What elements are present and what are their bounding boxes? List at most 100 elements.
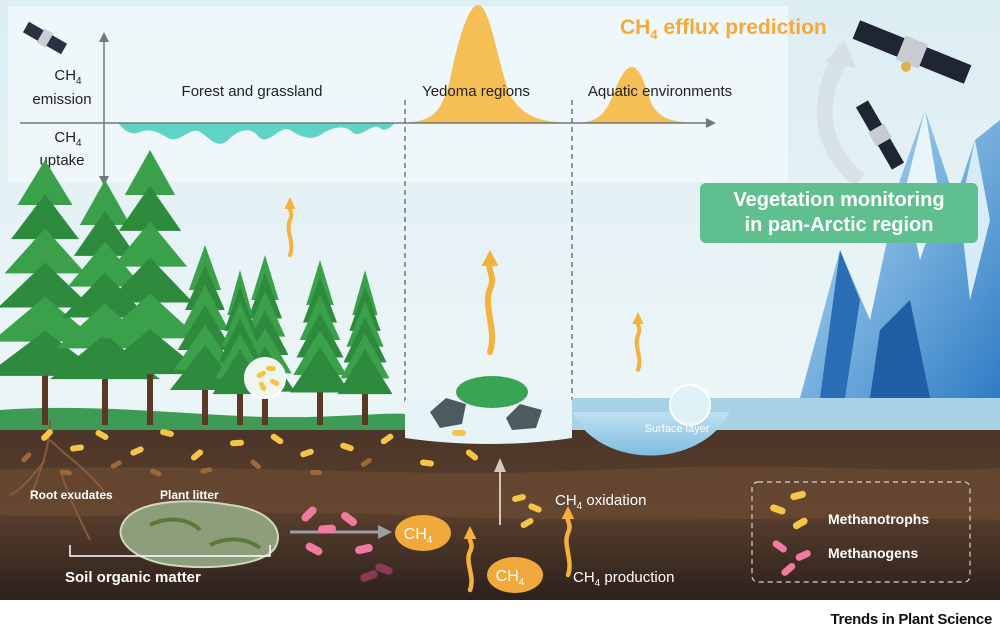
methanogen-cell bbox=[360, 570, 378, 582]
oxidation-arrow-head bbox=[494, 458, 506, 472]
y-axis-arrow-up bbox=[99, 32, 109, 42]
soil-particle bbox=[200, 467, 213, 474]
litter-leaf-2 bbox=[209, 537, 262, 550]
ch4-bubble-center-label: CH4 bbox=[404, 526, 433, 546]
region-forest-label: Forest and grassland bbox=[182, 83, 323, 100]
methanotroph-cell bbox=[452, 429, 466, 437]
x-axis-arrow bbox=[706, 118, 716, 128]
y-axis-arrow-down bbox=[99, 176, 109, 186]
tree-foliage bbox=[17, 160, 73, 205]
root-exudates-label: Root exudates bbox=[30, 488, 113, 502]
tree-foliage bbox=[67, 241, 143, 287]
tree-foliage bbox=[337, 349, 393, 395]
yedoma-shrub bbox=[456, 376, 528, 408]
methanotroph-cell bbox=[70, 444, 84, 452]
methanotroph-cell bbox=[512, 494, 526, 502]
chart-panel bbox=[8, 6, 788, 182]
surface-layer-label: Surface layer bbox=[645, 423, 710, 435]
tree-foliage bbox=[124, 150, 176, 195]
plant-litter bbox=[119, 500, 279, 568]
tree-foliage bbox=[95, 329, 205, 375]
region-aquatic-label: Aquatic environments bbox=[588, 83, 732, 100]
soil-particle bbox=[110, 460, 122, 469]
methanotroph-cell bbox=[528, 503, 542, 513]
tree-trunk bbox=[42, 355, 48, 425]
tree-foliage bbox=[112, 221, 188, 267]
methanogen-cell bbox=[318, 524, 336, 534]
vegetation-line-2: in pan-Arctic region bbox=[744, 214, 934, 236]
satellite-icon-medium bbox=[855, 100, 905, 170]
methanotroph-cell bbox=[230, 439, 244, 447]
methanotroph-cell bbox=[270, 378, 280, 387]
tree-foliage bbox=[0, 296, 99, 342]
tree-foliage bbox=[79, 180, 131, 225]
tree-trunk bbox=[147, 355, 153, 425]
boulder-left bbox=[430, 398, 466, 428]
soil-particle bbox=[250, 459, 261, 470]
methane-wavy-arrow-head bbox=[561, 506, 575, 519]
methanotroph-cell bbox=[270, 433, 284, 445]
emission-label: CH4 bbox=[54, 67, 82, 87]
roots bbox=[9, 419, 111, 541]
soil-particle bbox=[360, 457, 372, 467]
tree-foliage bbox=[290, 347, 350, 393]
methane-wavy-arrow-head bbox=[463, 526, 477, 539]
tree-foliage bbox=[118, 185, 182, 231]
production-label: CH4 production bbox=[573, 569, 674, 589]
methanotroph-cell bbox=[340, 442, 354, 452]
methanotrophs-label: Methanotrophs bbox=[828, 511, 929, 527]
methanotroph-cell bbox=[300, 448, 314, 458]
prediction-curve-arrow bbox=[816, 55, 866, 187]
plant-litter-label: Plant litter bbox=[160, 488, 219, 502]
methanogen-cell bbox=[375, 563, 393, 575]
methanogen-cell bbox=[341, 511, 357, 527]
methane-wavy-arrow bbox=[564, 512, 572, 578]
satellite-icon-large bbox=[852, 20, 972, 84]
satellite-icon bbox=[22, 21, 68, 55]
methanotroph-cell bbox=[266, 366, 276, 371]
methanogen-legend-icons bbox=[772, 540, 811, 576]
methanotroph-cell bbox=[160, 429, 174, 437]
tree-trunk bbox=[102, 355, 108, 425]
methanotroph-cell bbox=[420, 459, 434, 467]
aquatic-emission-peak bbox=[575, 67, 700, 123]
methanotroph-cell bbox=[465, 449, 479, 461]
methanotroph-legend-icons bbox=[770, 490, 808, 530]
tree-foliage bbox=[100, 293, 200, 339]
soil-particle bbox=[21, 452, 32, 463]
methanogen-cell bbox=[301, 506, 317, 522]
ch4-bubble-lower-label: CH4 bbox=[496, 568, 525, 588]
legend-box bbox=[751, 481, 971, 583]
tree-foliage bbox=[11, 194, 79, 240]
tree-foliage bbox=[4, 228, 86, 274]
soil-microbes bbox=[21, 357, 542, 582]
tree-foliage bbox=[73, 210, 137, 256]
tree-foliage bbox=[106, 257, 194, 303]
methane-wavy-arrow-head bbox=[284, 197, 296, 209]
soil-particle bbox=[309, 469, 322, 476]
oxidation-label: CH4 oxidation bbox=[555, 492, 646, 512]
production-flow-arrow-head bbox=[378, 525, 392, 539]
methanotroph-cell bbox=[130, 446, 144, 456]
uptake-label-2: uptake bbox=[39, 152, 84, 169]
tree-foliage bbox=[0, 262, 92, 308]
methanotroph-cell bbox=[190, 449, 204, 461]
methanotroph-cell bbox=[41, 429, 53, 441]
methane-flux-arrows bbox=[284, 197, 644, 593]
methanogens-label: Methanogens bbox=[828, 545, 918, 561]
methane-wavy-arrow-head bbox=[481, 250, 499, 266]
uptake-label: CH4 bbox=[54, 129, 82, 149]
journal-credit: Trends in Plant Science bbox=[830, 611, 993, 628]
litter-leaf bbox=[149, 517, 202, 532]
forest-uptake-area bbox=[118, 123, 395, 144]
region-yedoma-label: Yedoma regions bbox=[422, 83, 530, 100]
soil-particle bbox=[150, 468, 162, 477]
vegetation-monitoring-box: Vegetation monitoring in pan-Arctic regi… bbox=[700, 183, 978, 243]
methane-wavy-arrow bbox=[484, 259, 496, 355]
emission-label-2: emission bbox=[32, 91, 91, 108]
methanotroph-cell bbox=[520, 518, 534, 528]
prediction-title: CH4 efflux prediction bbox=[620, 16, 827, 42]
ch4-bubble-lower bbox=[487, 557, 543, 593]
